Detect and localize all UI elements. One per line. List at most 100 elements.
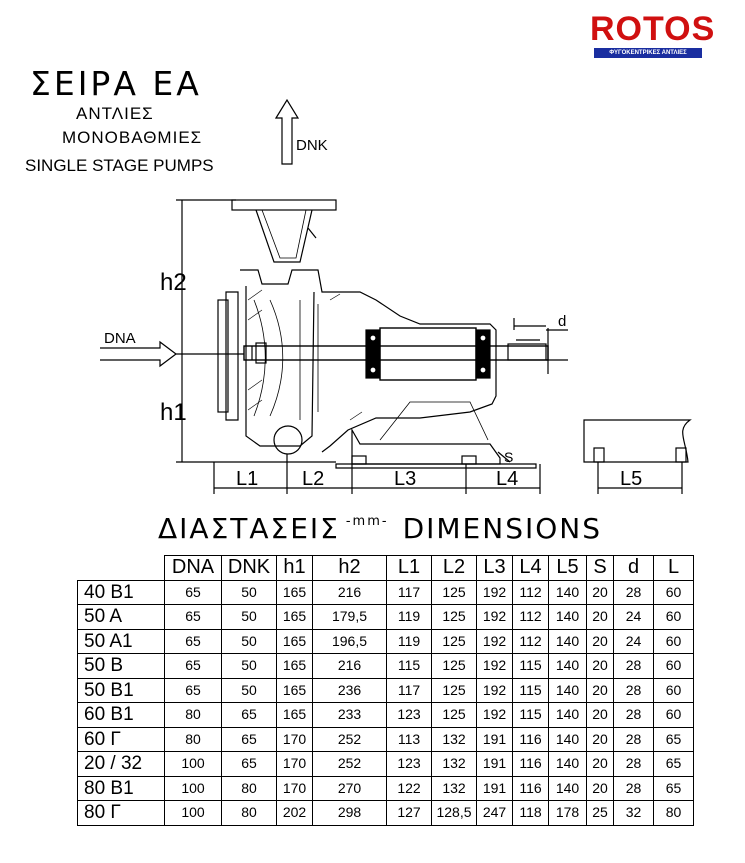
value-cell: 28	[613, 726, 654, 752]
value-cell: 165	[276, 579, 313, 605]
value-cell: 128,5	[431, 800, 477, 826]
value-cell: 20	[586, 677, 614, 703]
value-cell: 65	[164, 604, 222, 630]
value-cell: 60	[653, 677, 694, 703]
subtitle-english: SINGLE STAGE PUMPS	[25, 156, 214, 175]
value-cell: 60	[653, 579, 694, 605]
dimensions-title-greek: ΔΙΑΣΤΑΣΕΙΣ	[158, 512, 340, 545]
value-cell: 125	[431, 677, 477, 703]
value-cell: 247	[476, 800, 513, 826]
value-cell: 196,5	[312, 628, 387, 654]
value-cell: 298	[312, 800, 387, 826]
model-cell: 80 Γ	[77, 800, 165, 826]
value-cell: 125	[431, 604, 477, 630]
value-cell: 65	[653, 775, 694, 801]
value-cell: 132	[431, 751, 477, 777]
value-cell: 192	[476, 579, 513, 605]
value-cell: 125	[431, 702, 477, 728]
value-cell: 100	[164, 775, 222, 801]
column-header: DNA	[164, 555, 222, 581]
value-cell: 140	[548, 604, 587, 630]
value-cell: 80	[653, 800, 694, 826]
value-cell: 50	[221, 677, 277, 703]
value-cell: 132	[431, 775, 477, 801]
value-cell: 125	[431, 653, 477, 679]
value-cell: 115	[512, 653, 549, 679]
value-cell: 65	[221, 726, 277, 752]
subtitle-pumps: ΑΝΤΛΙΕΣ	[76, 104, 154, 123]
column-header: L4	[512, 555, 549, 581]
column-header: DNK	[221, 555, 277, 581]
value-cell: 125	[431, 579, 477, 605]
value-cell: 122	[386, 775, 432, 801]
value-cell: 20	[586, 628, 614, 654]
value-cell: 123	[386, 751, 432, 777]
value-cell: 125	[431, 628, 477, 654]
value-cell: 28	[613, 677, 654, 703]
value-cell: 119	[386, 628, 432, 654]
column-header: L3	[476, 555, 513, 581]
value-cell: 28	[613, 775, 654, 801]
value-cell: 216	[312, 653, 387, 679]
column-header: h2	[312, 555, 387, 581]
h1-label: h1	[160, 399, 187, 426]
value-cell: 25	[586, 800, 614, 826]
value-cell: 80	[164, 726, 222, 752]
value-cell: 116	[512, 775, 549, 801]
value-cell: 140	[548, 775, 587, 801]
value-cell: 20	[586, 653, 614, 679]
value-cell: 100	[164, 751, 222, 777]
value-cell: 165	[276, 653, 313, 679]
value-cell: 233	[312, 702, 387, 728]
value-cell: 119	[386, 604, 432, 630]
value-cell: 112	[512, 579, 549, 605]
value-cell: 28	[613, 702, 654, 728]
dnk-arrow-icon	[274, 98, 300, 165]
model-cell: 20 / 32	[77, 751, 165, 777]
value-cell: 123	[386, 702, 432, 728]
value-cell: 65	[164, 579, 222, 605]
h2-label: h2	[160, 269, 187, 296]
value-cell: 179,5	[312, 604, 387, 630]
value-cell: 28	[613, 579, 654, 605]
value-cell: 252	[312, 726, 387, 752]
rotos-logo: ROTOS ΦΥΓΟΚΕΝΤΡΙΚΕΣ ΑΝΤΛΙΕΣ	[590, 6, 714, 62]
column-header: L5	[548, 555, 587, 581]
value-cell: 80	[221, 775, 277, 801]
value-cell: 116	[512, 751, 549, 777]
value-cell: 60	[653, 604, 694, 630]
value-cell: 115	[512, 702, 549, 728]
column-header: L	[653, 555, 694, 581]
value-cell: 127	[386, 800, 432, 826]
value-cell: 20	[586, 604, 614, 630]
d-label: d	[558, 313, 566, 330]
value-cell: 50	[221, 579, 277, 605]
subtitle-single-stage: ΜΟΝΟΒΑΘΜΙΕΣ	[62, 128, 203, 147]
value-cell: 80	[221, 800, 277, 826]
model-cell: 50 B	[77, 653, 165, 679]
series-title: ΣΕΙΡΑ ΕΑ	[30, 64, 202, 103]
value-cell: 116	[512, 726, 549, 752]
model-cell: 60 Γ	[77, 726, 165, 752]
value-cell: 60	[653, 628, 694, 654]
value-cell: 65	[653, 751, 694, 777]
value-cell: 236	[312, 677, 387, 703]
value-cell: 216	[312, 579, 387, 605]
l2-label: L2	[302, 468, 324, 490]
value-cell: 117	[386, 579, 432, 605]
value-cell: 192	[476, 702, 513, 728]
header-corner	[77, 555, 165, 581]
l3-label: L3	[394, 468, 416, 490]
value-cell: 165	[276, 677, 313, 703]
value-cell: 118	[512, 800, 549, 826]
value-cell: 170	[276, 751, 313, 777]
value-cell: 60	[653, 702, 694, 728]
value-cell: 192	[476, 653, 513, 679]
value-cell: 65	[221, 751, 277, 777]
value-cell: 140	[548, 653, 587, 679]
value-cell: 32	[613, 800, 654, 826]
